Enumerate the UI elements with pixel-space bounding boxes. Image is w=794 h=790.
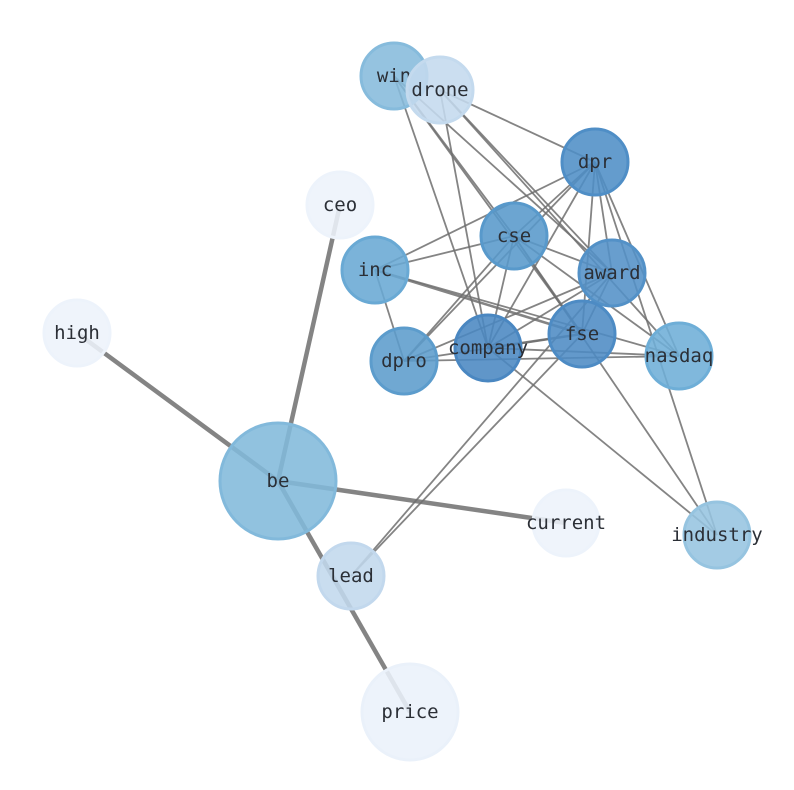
node-label: drone [411,79,468,101]
node-fse[interactable]: fse [547,299,617,369]
node-label: ceo [323,194,357,216]
node-circle[interactable] [644,321,714,391]
edge-drone-award [439,89,613,274]
edge-award-dpro [403,272,613,362]
node-circle[interactable] [405,55,475,125]
node-circle[interactable] [42,298,112,368]
edge-win-company [393,75,489,349]
node-circle[interactable] [577,238,647,308]
node-inc[interactable]: inc [340,235,410,305]
node-company[interactable]: company [448,313,528,383]
node-label: high [54,322,100,344]
node-label: current [526,512,606,534]
edge-fse-lead [350,333,583,577]
edge-dpro-nasdaq [403,355,680,362]
node-award[interactable]: award [577,238,647,308]
node-label: nasdaq [645,345,714,367]
node-circle[interactable] [218,421,338,541]
node-lead[interactable]: lead [316,541,386,611]
node-circle[interactable] [560,127,630,197]
node-label: cse [497,225,531,247]
node-label: fse [565,323,599,345]
node-nasdaq[interactable]: nasdaq [644,321,714,391]
node-circle[interactable] [453,313,523,383]
node-label: inc [358,259,392,281]
node-dpro[interactable]: dpro [369,326,439,396]
node-circle[interactable] [305,170,375,240]
node-cse[interactable]: cse [479,201,549,271]
node-price[interactable]: price [360,662,460,762]
node-circle[interactable] [479,201,549,271]
node-circle[interactable] [316,541,386,611]
edge-inc-nasdaq [374,269,680,357]
edge-company-industry [487,347,718,536]
node-current[interactable]: current [526,488,606,558]
node-industry[interactable]: industry [671,500,763,570]
node-circle[interactable] [531,488,601,558]
node-dpr[interactable]: dpr [560,127,630,197]
node-label: price [381,701,438,723]
node-drone[interactable]: drone [405,55,475,125]
node-circle[interactable] [369,326,439,396]
node-label: lead [328,565,374,587]
node-label: dpro [381,350,427,372]
node-be[interactable]: be [218,421,338,541]
node-high[interactable]: high [42,298,112,368]
node-circle[interactable] [547,299,617,369]
node-ceo[interactable]: ceo [305,170,375,240]
node-label: win [377,65,411,87]
node-label: company [448,337,528,359]
edge-cse-industry [513,235,718,536]
node-label: dpr [578,151,612,173]
node-label: industry [671,524,763,546]
node-circle[interactable] [340,235,410,305]
edge-dpr-inc [374,161,596,271]
node-label: award [583,262,640,284]
node-circle[interactable] [360,662,460,762]
node-circle[interactable] [682,500,752,570]
edge-drone-company [439,89,489,349]
node-label: be [267,470,290,492]
